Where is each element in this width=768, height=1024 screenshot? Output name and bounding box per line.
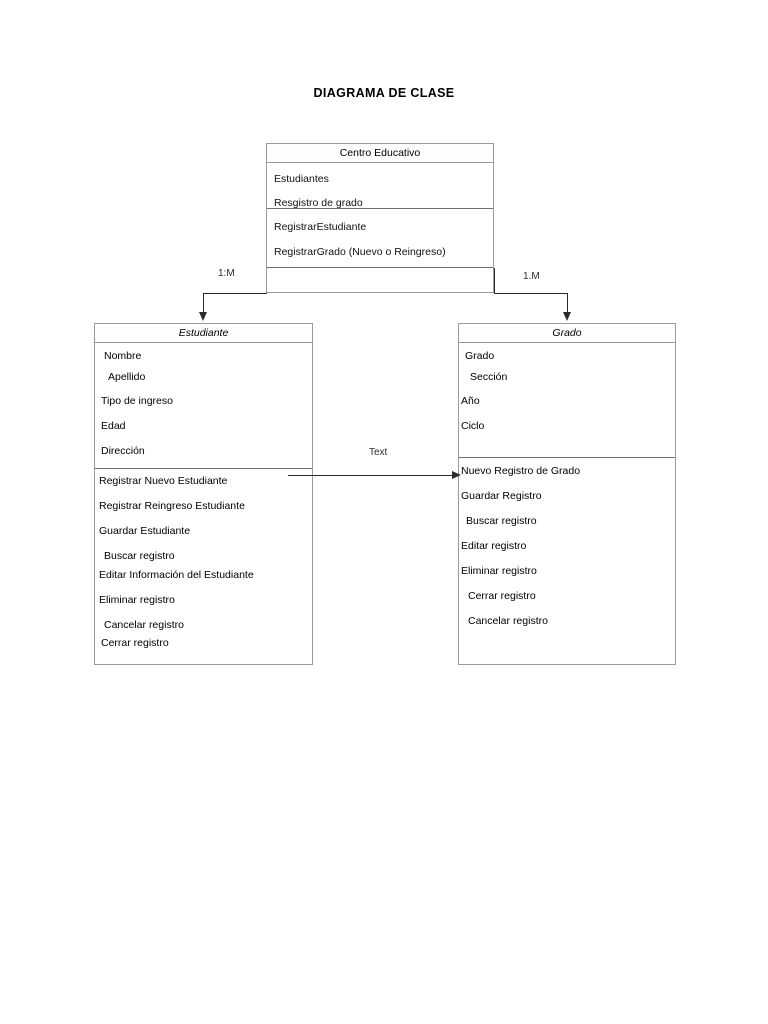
operation-item: Guardar Estudiante (99, 525, 191, 537)
class-box-estudiante[interactable]: Estudiante Nombre Apellido Tipo de ingre… (94, 323, 313, 665)
attribute-item: Apellido (108, 371, 146, 383)
attribute-item: Grado (465, 350, 495, 362)
class-name-estudiante: Estudiante (95, 324, 312, 343)
relation-line-segment (494, 293, 568, 294)
operation-item: Guardar Registro (461, 490, 542, 502)
operation-item: Registrar Nuevo Estudiante (99, 475, 228, 487)
relation-line-segment (567, 293, 568, 314)
attribute-item: Sección (470, 371, 508, 383)
relation-arrowhead (199, 312, 207, 321)
attribute-item: Nombre (104, 350, 142, 362)
relation-line-segment (203, 293, 267, 294)
relation-label-estudiante-to-grado: Text (369, 447, 388, 458)
operation-item: Buscar registro (104, 550, 175, 562)
operation-item: Nuevo Registro de Grado (461, 465, 581, 477)
attribute-item: Resgistro de grado (274, 197, 363, 209)
relation-line-segment (494, 268, 495, 294)
attributes-compartment-estudiante: Nombre Apellido Tipo de ingreso Edad Dir… (95, 343, 312, 468)
relation-arrowhead (452, 471, 461, 479)
class-name-centro-educativo: Centro Educativo (267, 144, 493, 163)
attribute-item: Estudiantes (274, 173, 329, 185)
page-title: DIAGRAMA DE CLASE (313, 86, 455, 100)
operation-item: Editar Información del Estudiante (99, 569, 254, 581)
attribute-item: Año (461, 395, 480, 407)
operation-item: Buscar registro (466, 515, 537, 527)
class-name-grado: Grado (459, 324, 675, 343)
operation-item: Cancelar registro (104, 619, 184, 631)
attributes-compartment-centro-educativo: Estudiantes Resgistro de grado (267, 163, 493, 209)
class-box-centro-educativo[interactable]: Centro Educativo Estudiantes Resgistro d… (266, 143, 494, 293)
operations-compartment-estudiante: Registrar Nuevo Estudiante Registrar Rei… (95, 468, 312, 664)
empty-compartment-centro-educativo (267, 267, 493, 292)
operation-item: Editar registro (461, 540, 527, 552)
operation-item: Eliminar registro (461, 565, 537, 577)
relation-label-centro-to-grado: 1.M (523, 271, 540, 282)
operation-item: RegistrarGrado (Nuevo o Reingreso) (274, 246, 446, 258)
relation-line-segment (203, 293, 204, 314)
operation-item: Eliminar registro (99, 594, 175, 606)
operations-compartment-grado: Nuevo Registro de Grado Guardar Registro… (459, 457, 675, 664)
class-box-grado[interactable]: Grado Grado Sección Año Ciclo Nuevo Regi… (458, 323, 676, 665)
attribute-item: Ciclo (461, 420, 485, 432)
operation-item: Registrar Reingreso Estudiante (99, 500, 245, 512)
operation-item: RegistrarEstudiante (274, 221, 367, 233)
attribute-item: Edad (101, 420, 126, 432)
attribute-item: Tipo de ingreso (101, 395, 173, 407)
relation-line-segment (288, 475, 455, 476)
relation-label-centro-to-estudiante: 1:M (218, 268, 235, 279)
attribute-item: Dirección (101, 445, 145, 457)
operation-item: Cerrar registro (101, 637, 169, 649)
attributes-compartment-grado: Grado Sección Año Ciclo (459, 343, 675, 457)
operation-item: Cerrar registro (468, 590, 536, 602)
operation-item: Cancelar registro (468, 615, 548, 627)
operations-compartment-centro-educativo: RegistrarEstudiante RegistrarGrado (Nuev… (267, 208, 493, 267)
relation-arrowhead (563, 312, 571, 321)
